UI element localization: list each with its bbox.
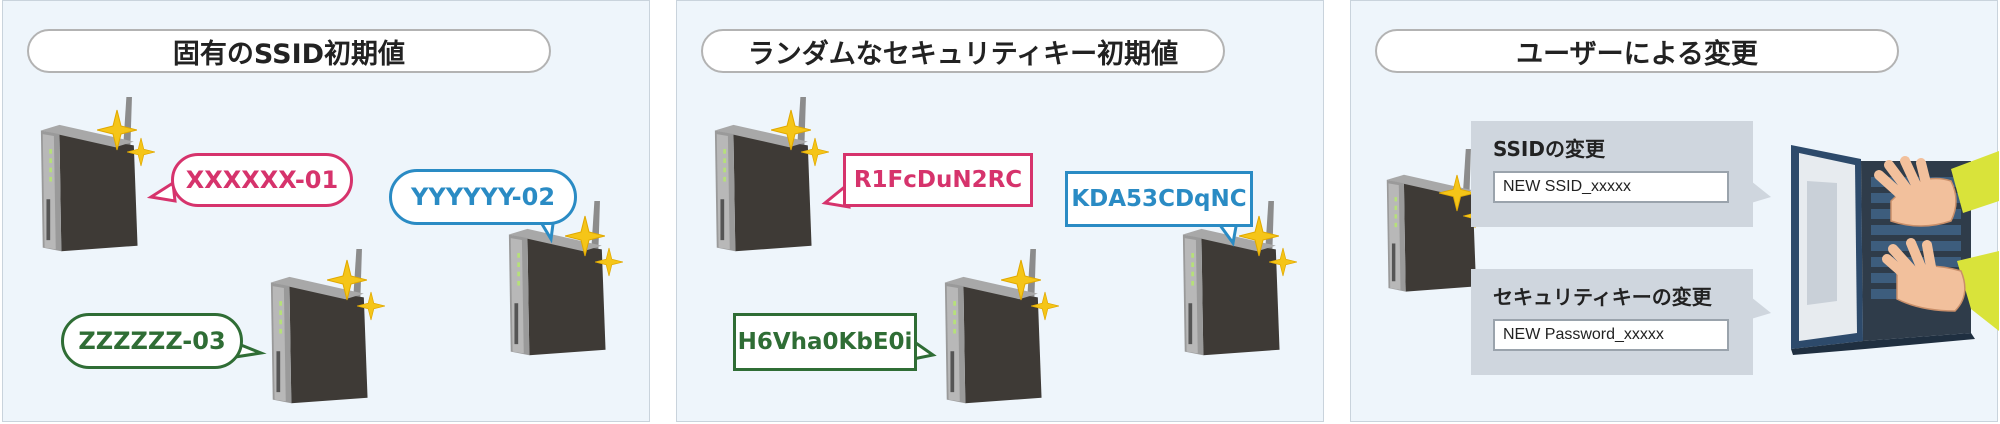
key-change-label: セキュリティキーの変更 bbox=[1493, 285, 1712, 309]
panel-title: ユーザーによる変更 bbox=[1375, 29, 1899, 73]
panel-user-change: ユーザーによる変更 bbox=[1350, 0, 1999, 422]
key-label-2: KDA53CDqNC bbox=[1065, 171, 1253, 227]
router-icon bbox=[944, 249, 1042, 404]
router-icon bbox=[40, 97, 138, 252]
panel-title: 固有のSSID初期値 bbox=[27, 29, 551, 73]
key-label-1: R1FcDuN2RC bbox=[843, 153, 1033, 207]
ssid-label-2: YYYYYY-02 bbox=[389, 169, 577, 225]
panel-random-key-defaults: ランダムなセキュリティキー初期値 R1FcDuN2RC KDA53CDqNC H… bbox=[676, 0, 1324, 422]
ssid-change-label: SSIDの変更 bbox=[1493, 137, 1605, 161]
password-input[interactable]: NEW Password_xxxxx bbox=[1493, 319, 1729, 351]
router-icon bbox=[270, 249, 368, 404]
ssid-label-3: ZZZZZZ-03 bbox=[61, 313, 243, 369]
ssid-label-1: XXXXXX-01 bbox=[171, 153, 353, 207]
hands-icon bbox=[1874, 151, 1999, 331]
panel-ssid-defaults: 固有のSSID初期値 XXXXXX-01 YYYYYY-02 ZZZZZZ-03 bbox=[2, 0, 650, 422]
panel-illustration bbox=[1386, 145, 1999, 355]
router-icon bbox=[1386, 149, 1477, 292]
router-icon bbox=[714, 97, 812, 252]
panel-title: ランダムなセキュリティキー初期値 bbox=[701, 29, 1225, 73]
ssid-input[interactable]: NEW SSID_xxxxx bbox=[1493, 171, 1729, 203]
key-label-3: H6Vha0KbE0i bbox=[733, 313, 917, 371]
